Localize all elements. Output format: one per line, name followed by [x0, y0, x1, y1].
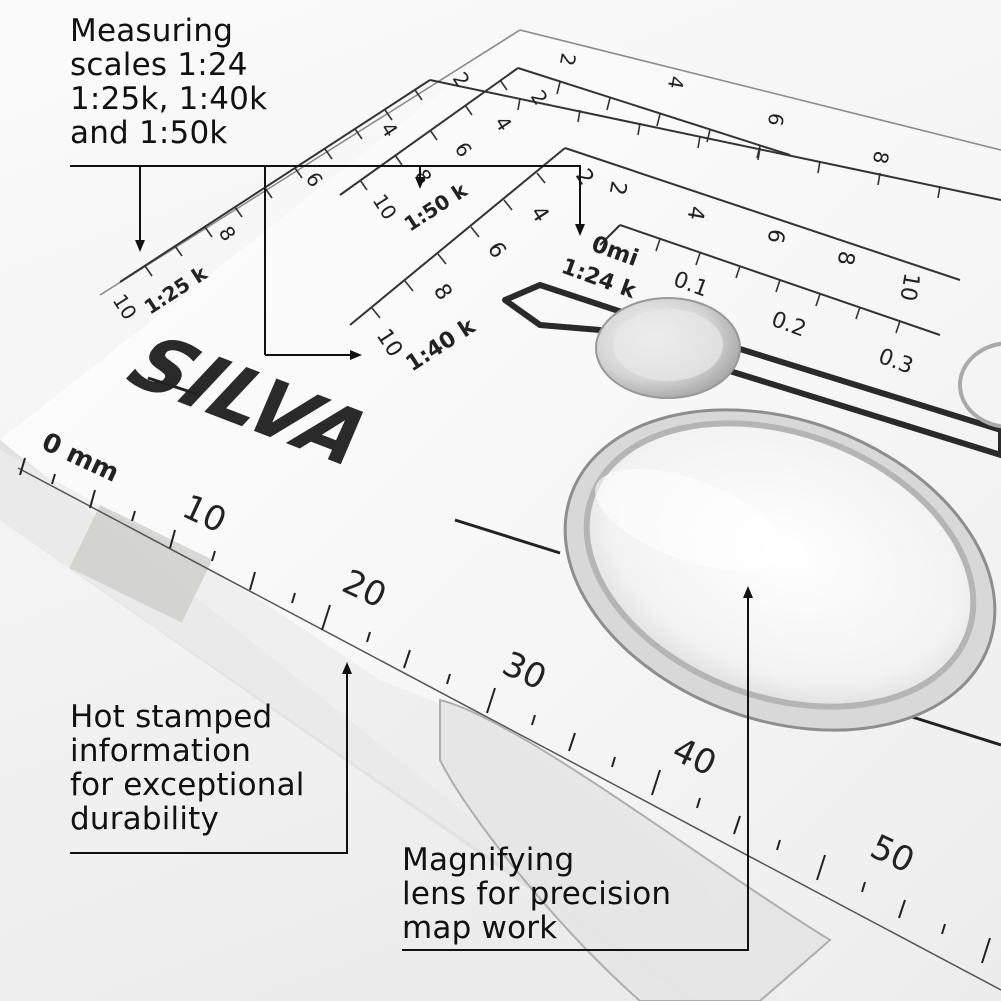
bevel-insert	[69, 504, 213, 623]
mm-ruler-edge	[17, 467, 1001, 991]
scale-25k	[119, 79, 1001, 283]
callout-line: durability	[70, 801, 220, 837]
arrowhead	[342, 662, 352, 674]
scale-24k-ticks	[655, 238, 901, 334]
arrowhead	[350, 350, 362, 360]
callout-line: Measuring	[70, 13, 234, 49]
callout-leader-lens	[402, 592, 749, 951]
callout-line: scales 1:24	[70, 47, 248, 83]
scale-40k-mark-b2: 2	[604, 179, 631, 197]
top-edge-line	[99, 29, 521, 296]
scale-40k-mark-b10: 10	[894, 271, 923, 303]
callout-hot-stamped: Hot stamped information for exceptional …	[70, 700, 305, 836]
scale-40k	[349, 147, 961, 326]
top-edge-line-2	[519, 29, 1001, 151]
callout-line: Magnifying	[402, 842, 575, 878]
arrowhead	[135, 240, 145, 252]
callout-line: for exceptional	[70, 767, 305, 803]
scale-25k-mark-10: 10	[108, 290, 142, 324]
edge-groove	[439, 698, 832, 1001]
top-mark-8: 8	[868, 149, 894, 166]
top-mark-6: 6	[763, 111, 789, 128]
top-mark-4: 4	[663, 74, 689, 91]
arrowhead	[743, 586, 753, 598]
callout-line: Hot stamped	[70, 699, 273, 735]
magnifying-lens-highlight	[595, 469, 785, 571]
center-line-left	[147, 376, 201, 397]
scale-40k-ticks	[371, 172, 546, 319]
scale-40k-mark-b4: 4	[682, 204, 709, 222]
scale-50k-ticks	[359, 79, 761, 191]
center-line-right	[454, 518, 561, 555]
arrowhead	[575, 224, 585, 236]
callout-measuring-scales: Measuring scales 1:24 1:25k, 1:40k and 1…	[70, 14, 267, 150]
arrowhead	[415, 177, 425, 189]
callout-line: information	[70, 733, 252, 769]
callout-magnifying-lens: Magnifying lens for precision map work	[402, 843, 671, 945]
top-mark-2: 2	[555, 51, 581, 68]
baseplate-body	[0, 30, 1001, 1001]
scale-25k-mark-8: 8	[214, 222, 241, 246]
direction-arrow	[502, 282, 1001, 458]
scale-50k	[339, 67, 791, 196]
callout-leader-hot-stamp	[70, 668, 348, 854]
right-lens	[958, 341, 1001, 429]
scale-40k-mark-b8: 8	[832, 249, 859, 267]
scale-25k-ticks	[144, 89, 941, 277]
callout-line: map work	[402, 910, 558, 946]
callout-line: and 1:50k	[70, 115, 228, 151]
callout-line: lens for precision	[402, 876, 672, 912]
callout-line: 1:25k, 1:40k	[70, 81, 268, 117]
mm-ruler-ticks	[19, 457, 991, 964]
scale-40k-mark-b6: 6	[762, 227, 789, 245]
small-lens-inner	[613, 309, 723, 381]
